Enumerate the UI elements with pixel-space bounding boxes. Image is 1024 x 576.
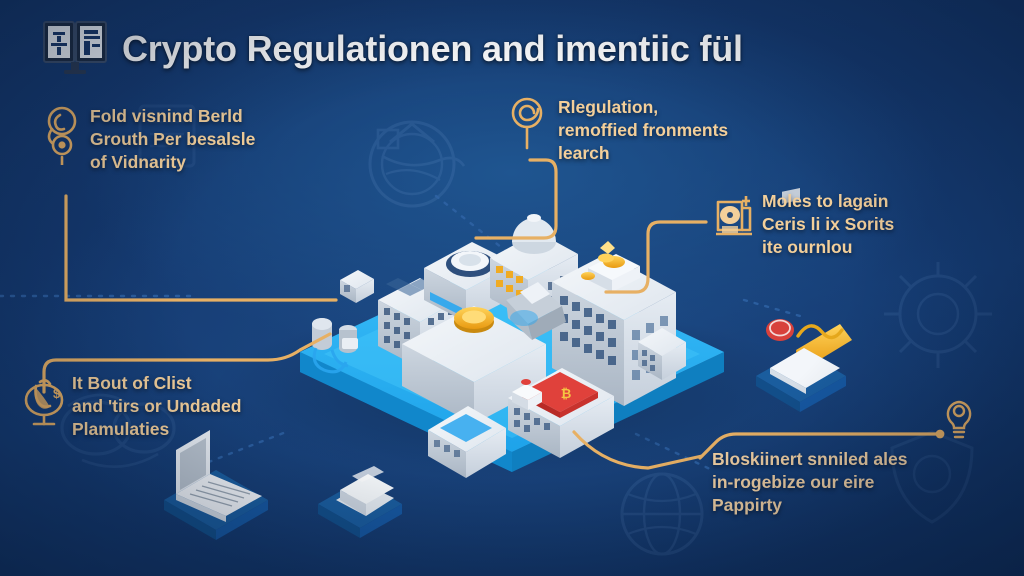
callout-bottom-left-text: It Bout of Clist and 'tirs or Undaded Pl…	[72, 373, 242, 440]
callout-middle-right[interactable]: Moles to lagain Ceris li ix Sorits ite o…	[712, 190, 894, 259]
callout-top-right-text: Rlegulation, remoffied fronments learch	[558, 97, 729, 164]
callout-top-right[interactable]: Rlegulation, remoffied fronments learch	[508, 96, 728, 165]
svg-text:$: $	[53, 386, 61, 401]
lightbulb-icon	[938, 396, 980, 449]
spiral-swirl-icon	[508, 96, 548, 150]
callout-top-left[interactable]: Fold visnind Berld Grouth Per besalsle o…	[40, 105, 255, 174]
callout-bottom-left[interactable]: $ It Bout of Clist and 'tirs or Undaded …	[22, 372, 241, 441]
callout-bottom-right[interactable]: Bloskiinert snniled ales in-rogebize our…	[712, 448, 907, 517]
svg-text:₿: ₿	[561, 386, 572, 401]
callout-bottom-right-text: Bloskiinert snniled ales in-rogebize our…	[712, 449, 908, 516]
callout-top-left-text: Fold visnind Berld Grouth Per besalsle o…	[90, 106, 256, 173]
balloon-coin-icon	[40, 105, 80, 169]
tablet-stand-device	[318, 466, 402, 538]
lamp-coin-icon: $	[22, 372, 64, 426]
page-title: Crypto Regulationen and imentiic fül	[122, 28, 743, 69]
callout-middle-right-text: Moles to lagain Ceris li ix Sorits ite o…	[762, 191, 895, 258]
dual-monitor-icon	[42, 20, 108, 78]
page-title-row: Crypto Regulationen and imentiic fül	[42, 20, 743, 78]
bank-building-icon	[712, 190, 752, 236]
laptop-device	[164, 430, 268, 540]
small-cube-house	[340, 270, 374, 303]
